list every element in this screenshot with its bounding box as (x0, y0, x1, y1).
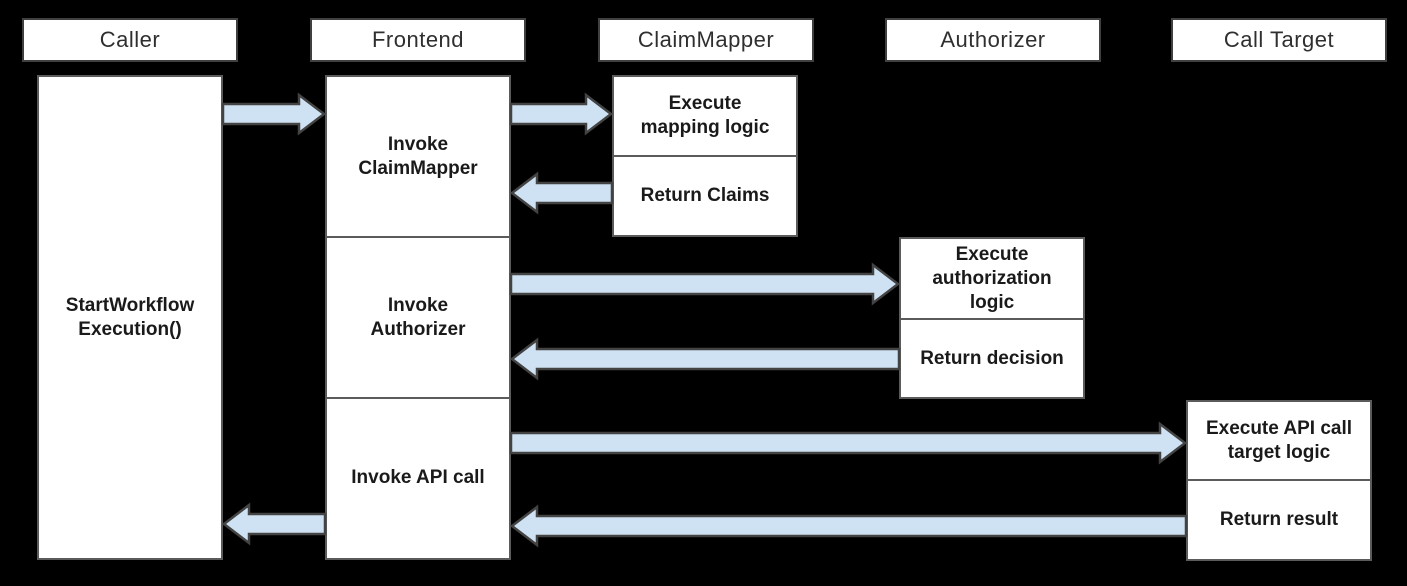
arrow-return-claims (509, 171, 614, 215)
section-invoke-authorizer: Invoke Authorizer (327, 236, 509, 396)
actor-label-frontend: Frontend (371, 27, 465, 52)
arrow-invoke-api-call (509, 421, 1188, 465)
actor-label-authorizer: Authorizer (940, 27, 1046, 52)
actor-label-caller: Caller (99, 27, 161, 52)
section-label-invoke-authorizer: Invoke Authorizer (370, 294, 466, 340)
actor-header-call-target: Call Target (1171, 18, 1387, 62)
section-invoke-api-call: Invoke API call (327, 396, 509, 558)
arrow-return-decision (509, 337, 901, 381)
actor-header-authorizer: Authorizer (885, 18, 1101, 62)
arrow-return-to-caller (221, 502, 327, 546)
arrow-invoke-claimmapper (509, 92, 614, 136)
actor-header-caller: Caller (22, 18, 238, 62)
section-startworkflow-execution: StartWorkflow Execution() (39, 77, 221, 558)
section-label-execute-mapping-logic: Execute mapping logic (640, 93, 770, 138)
actor-label-call-target: Call Target (1223, 27, 1335, 52)
section-execute-authorization-logic: Execute authorization logic (901, 239, 1083, 318)
section-return-result: Return result (1188, 479, 1370, 559)
section-label-startworkflow-execution: StartWorkflow Execution() (65, 294, 195, 340)
section-return-decision: Return decision (901, 318, 1083, 397)
section-label-invoke-api-call: Invoke API call (351, 467, 485, 489)
section-label-execute-authorization-logic: Execute authorization logic (932, 244, 1052, 313)
arrow-invoke-authorizer (509, 262, 901, 306)
section-label-execute-api-call-target-logic: Execute API call target logic (1205, 417, 1353, 463)
section-execute-mapping-logic: Execute mapping logic (614, 77, 796, 155)
section-label-invoke-claimmapper: Invoke ClaimMapper (358, 133, 478, 179)
actor-header-frontend: Frontend (310, 18, 526, 62)
section-return-claims: Return Claims (614, 155, 796, 235)
section-label-return-claims: Return Claims (640, 185, 770, 207)
actor-header-claimmapper: ClaimMapper (598, 18, 814, 62)
actor-label-claimmapper: ClaimMapper (637, 27, 775, 52)
section-label-return-result: Return result (1219, 509, 1339, 531)
section-invoke-claimmapper: Invoke ClaimMapper (327, 77, 509, 236)
arrow-startworkflow-call (221, 92, 327, 136)
section-label-return-decision: Return decision (920, 347, 1064, 369)
activation-caller: StartWorkflow Execution() (37, 75, 223, 560)
section-execute-api-call-target-logic: Execute API call target logic (1188, 402, 1370, 479)
arrow-return-result (509, 504, 1188, 548)
